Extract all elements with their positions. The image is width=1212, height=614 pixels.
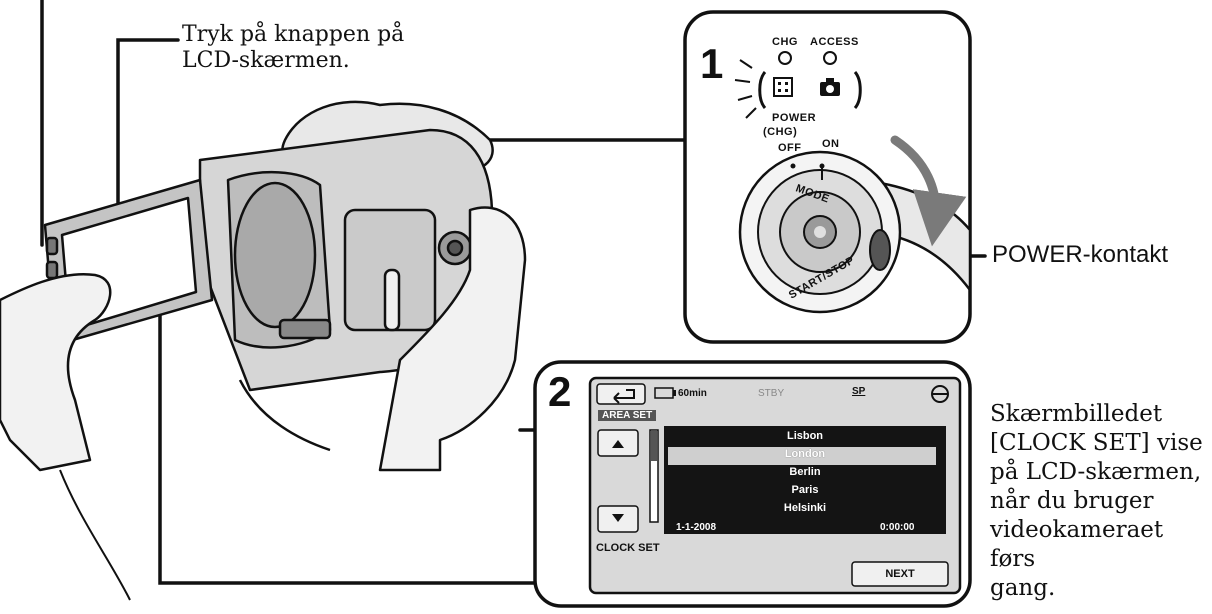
info-line: når du bruger	[990, 488, 1154, 514]
down-arrow-icon	[612, 514, 624, 522]
city-item[interactable]: Paris	[791, 484, 819, 496]
city-item[interactable]: Helsinki	[783, 502, 827, 514]
off-label: OFF	[778, 142, 802, 154]
next-button	[851, 561, 949, 587]
callout-power-switch: POWER-kontakt	[992, 241, 1169, 268]
callout-press-lcd-button: Tryk på knappen på LCD-skærmen.	[182, 22, 404, 74]
city-item-selected[interactable]: London	[784, 448, 826, 460]
next-button-label[interactable]: NEXT	[885, 568, 915, 580]
callout-line: LCD-skærmen.	[182, 48, 350, 73]
info-line: [CLOCK SET] vise	[990, 430, 1203, 456]
chg-label: CHG	[772, 36, 798, 48]
led-rays	[734, 59, 757, 119]
movie-mode-icon	[773, 77, 793, 97]
info-line: Skærmbilledet	[990, 401, 1163, 427]
info-line: videokameraet førs	[990, 517, 1164, 572]
camera-lens	[233, 181, 317, 329]
scroll-bar	[649, 429, 659, 523]
back-button	[596, 383, 646, 405]
up-arrow-icon	[612, 440, 624, 448]
rotate-arrow-icon	[890, 135, 967, 247]
step2-panel	[533, 360, 972, 608]
city-item[interactable]: Berlin	[789, 466, 821, 478]
camcorder-illustration	[0, 100, 527, 601]
left-hand	[0, 272, 112, 472]
city-list-bg	[664, 426, 946, 534]
status-text: STBY	[758, 388, 785, 399]
city-list: Lisbon London Berlin Paris Helsinki	[660, 430, 950, 530]
callout-clock-set-info: Skærmbilledet [CLOCK SET] vise på LCD-sk…	[990, 400, 1212, 603]
power-switch-knob	[869, 229, 891, 271]
power-label: POWER	[772, 112, 817, 124]
step2-number: 2	[548, 368, 572, 415]
info-line: gang.	[990, 575, 1056, 601]
area-set-title: AREA SET	[598, 410, 657, 421]
right-hand	[378, 206, 527, 472]
leader-lcd-button	[116, 38, 180, 257]
step1-number: 1	[700, 40, 724, 87]
leader-step2	[158, 260, 537, 585]
date-text: 1-1-2008	[676, 522, 717, 533]
city-selected-highlight	[668, 447, 936, 465]
time-text: 0:00:00	[880, 522, 915, 533]
city-item[interactable]: Lisbon	[786, 430, 824, 442]
battery-remaining: 60min	[678, 388, 707, 399]
chg-paren-label: (CHG)	[763, 126, 798, 138]
chg-led	[778, 51, 792, 65]
on-label: ON	[822, 138, 840, 150]
photo-mode-icon	[820, 78, 840, 96]
callout-line: Tryk på knappen på	[182, 22, 405, 47]
step1-panel	[683, 10, 972, 344]
quality-text: SP	[852, 386, 866, 397]
clock-set-title: CLOCK SET	[596, 542, 660, 554]
access-label: ACCESS	[810, 36, 859, 48]
info-line: på LCD-skærmen,	[990, 459, 1202, 485]
access-led	[823, 51, 837, 65]
back-icon	[613, 389, 635, 404]
